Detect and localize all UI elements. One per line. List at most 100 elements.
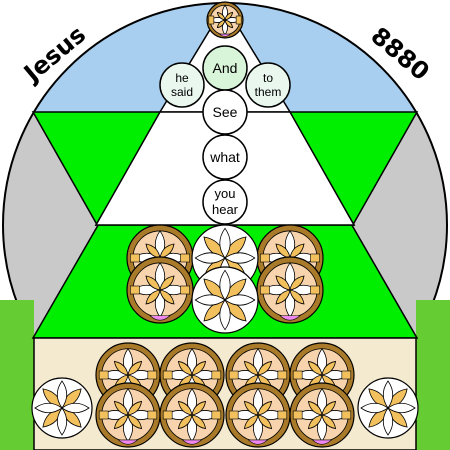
- unit-pink: [149, 315, 171, 321]
- to-them-circle: [245, 62, 291, 108]
- mid-unit-center-bottom: [191, 266, 259, 334]
- petal: [275, 275, 291, 291]
- unit-bar-right: [277, 370, 288, 380]
- petal: [34, 402, 63, 414]
- unit-pink: [181, 439, 203, 445]
- unit-bar-left: [259, 253, 270, 263]
- unit-bar-left: [292, 370, 303, 380]
- petal: [219, 227, 231, 259]
- unit-bar-right: [211, 410, 222, 420]
- word-them: them: [255, 85, 282, 99]
- flower-units: [31, 1, 419, 448]
- petal: [61, 402, 90, 414]
- word-hear: hear: [212, 202, 239, 217]
- petal: [224, 11, 234, 21]
- right-corner: [416, 300, 450, 450]
- bottom-unit-far-right: [357, 377, 419, 439]
- what-circle: [202, 134, 248, 180]
- bottom-unit-far-left: [31, 377, 93, 439]
- word-circles: [159, 45, 291, 225]
- petal: [159, 243, 175, 259]
- petal: [289, 289, 305, 305]
- unit-bar-right: [235, 15, 242, 25]
- unit-bar-right: [180, 253, 190, 263]
- petal: [159, 289, 175, 305]
- petal: [387, 402, 416, 414]
- petal: [289, 243, 305, 259]
- petal: [145, 289, 161, 305]
- unit-bar-right: [180, 285, 190, 295]
- unit-bar-right: [310, 285, 320, 295]
- bottom-unit-low-0: [95, 382, 161, 448]
- petal: [275, 243, 291, 259]
- petal: [127, 400, 143, 416]
- petal: [224, 252, 256, 264]
- bottom-unit-low-3: [289, 382, 355, 448]
- unit-bar-left: [129, 285, 140, 295]
- petal: [191, 414, 207, 430]
- petal: [191, 400, 207, 416]
- petal: [216, 11, 226, 21]
- petal: [224, 19, 234, 29]
- bottom-band: [33, 337, 417, 450]
- petal: [224, 294, 256, 306]
- he-said-circle: [159, 62, 205, 108]
- petal: [177, 360, 193, 376]
- unit-pink: [311, 439, 333, 445]
- unit-bar-right: [211, 370, 222, 380]
- mid-unit-left-bottom: [126, 256, 194, 324]
- unit-bar-left: [98, 410, 109, 420]
- petal: [127, 414, 143, 430]
- petal: [159, 275, 175, 291]
- petal: [194, 294, 226, 306]
- petal: [289, 275, 305, 291]
- petal: [257, 414, 273, 430]
- unit-pink: [279, 315, 301, 321]
- petal: [275, 289, 291, 305]
- petal: [382, 407, 394, 436]
- word-to: to: [263, 71, 273, 85]
- word-said: said: [171, 85, 193, 99]
- unit-bar-right: [341, 370, 352, 380]
- petal: [321, 360, 337, 376]
- you-hear-circle: [202, 179, 248, 225]
- petal: [194, 252, 226, 264]
- petal: [56, 407, 68, 436]
- unit-bar-left: [228, 410, 239, 420]
- mid-unit-right-bottom: [256, 256, 324, 324]
- unit-bar-left: [292, 410, 303, 420]
- word-he: he: [175, 71, 189, 85]
- see-circle: [202, 89, 248, 135]
- unit-bar-left: [162, 410, 173, 420]
- petal: [321, 400, 337, 416]
- bottom-unit-low-1: [159, 382, 225, 448]
- unit-pink: [247, 439, 269, 445]
- unit-bar-right: [310, 253, 320, 263]
- unit-bar-left: [162, 370, 173, 380]
- petal: [219, 299, 231, 331]
- unit-pink: [117, 439, 139, 445]
- bottom-unit-low-2: [225, 382, 291, 448]
- left-corner: [0, 300, 34, 450]
- petal: [113, 360, 129, 376]
- petal: [307, 400, 323, 416]
- petal: [307, 414, 323, 430]
- word-you: you: [215, 186, 236, 201]
- petal: [177, 400, 193, 416]
- petal: [257, 360, 273, 376]
- unit-bar-right: [147, 370, 158, 380]
- petal: [243, 360, 259, 376]
- unit-bar-left: [98, 370, 109, 380]
- petal: [307, 360, 323, 376]
- word-and: And: [213, 60, 238, 76]
- petal: [145, 275, 161, 291]
- petal: [113, 414, 129, 430]
- top-unit: [206, 1, 244, 39]
- unit-pink: [218, 33, 232, 37]
- petal: [145, 243, 161, 259]
- petal: [216, 19, 226, 29]
- petal: [127, 360, 143, 376]
- unit-bar-left: [208, 15, 215, 25]
- petal: [219, 269, 231, 301]
